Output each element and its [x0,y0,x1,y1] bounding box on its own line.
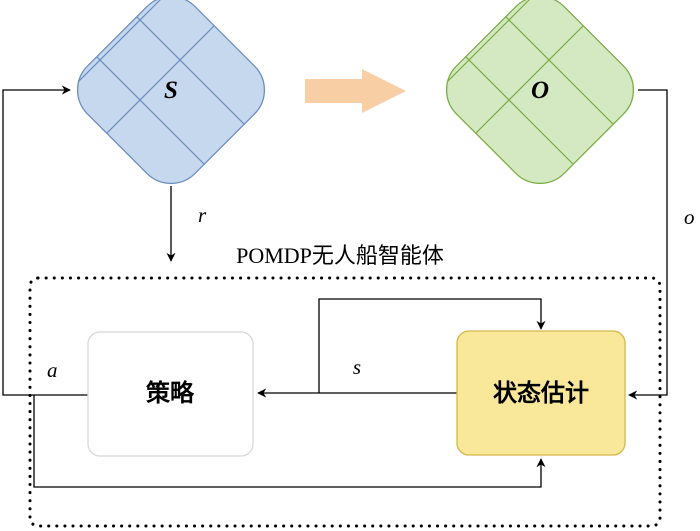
policy-box: 策略 [87,331,254,457]
state-node-label: S [164,77,178,104]
agent-title: POMDP无人船智能体 [236,243,444,268]
observation-edge [628,89,668,400]
state-estimator-shape [456,330,626,456]
policy-label: 策略 [146,379,195,407]
state-estimator-label: 状态估计 [493,379,589,407]
observation-node-shape [445,0,635,185]
action-feedback-edge [33,395,546,488]
policy-box-shape [87,331,254,457]
action-label: a [47,358,58,382]
observation-label: o [684,205,695,229]
state-to-observation-arrow [305,69,406,113]
reward-label: r [198,203,207,227]
observation-node-label: O [531,77,549,104]
agent-boundary [28,276,662,528]
state-node-shape [76,0,266,185]
state-loop-edge [318,298,546,393]
state-label: s [353,355,361,379]
state-node: S [63,0,279,198]
state-estimator-box: 状态估计 [456,330,626,456]
action-edge [2,85,88,396]
observation-node: O [432,0,648,198]
